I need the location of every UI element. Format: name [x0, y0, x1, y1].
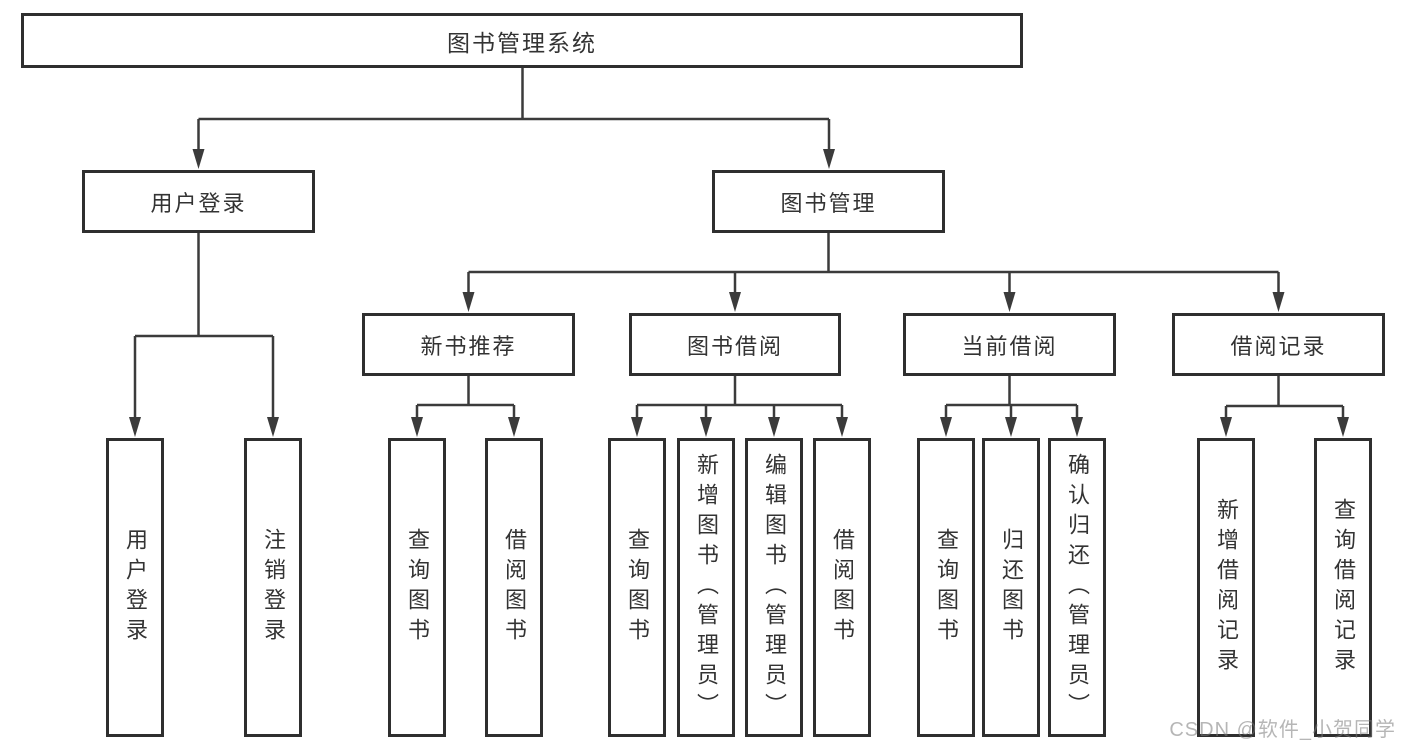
node-current-borrowing: 当前借阅: [903, 313, 1116, 376]
csdn-watermark: CSDN @软件_小贺同学: [1169, 719, 1396, 741]
node-borrowing-records: 借阅记录: [1172, 313, 1385, 376]
leaf-return-books: 归还图书: [982, 438, 1040, 737]
node-book-management-module: 图书管理: [712, 170, 945, 233]
leaf-query-books-current: 查询图书: [917, 438, 975, 737]
leaf-logout: 注销登录: [244, 438, 302, 737]
node-library-management-system: 图书管理系统: [21, 13, 1023, 68]
node-new-book-recommend: 新书推荐: [362, 313, 575, 376]
leaf-query-books-borrowing: 查询图书: [608, 438, 666, 737]
leaf-borrow-books-recommend: 借阅图书: [485, 438, 543, 737]
leaf-edit-book-admin: 编辑图书（管理员）: [745, 438, 803, 737]
arrowheads: [129, 149, 1349, 437]
leaf-confirm-return-admin: 确认归还（管理员）: [1048, 438, 1106, 737]
node-user-login-module: 用户登录: [82, 170, 315, 233]
connector-strokes: [133, 66, 1345, 419]
leaf-add-book-admin: 新增图书（管理员）: [677, 438, 735, 737]
leaf-query-borrow-record: 查询借阅记录: [1314, 438, 1372, 737]
leaf-user-login: 用户登录: [106, 438, 164, 737]
leaf-borrow-books-borrowing: 借阅图书: [813, 438, 871, 737]
node-book-borrowing: 图书借阅: [629, 313, 841, 376]
leaf-add-borrow-record: 新增借阅记录: [1197, 438, 1255, 737]
leaf-query-books-recommend: 查询图书: [388, 438, 446, 737]
